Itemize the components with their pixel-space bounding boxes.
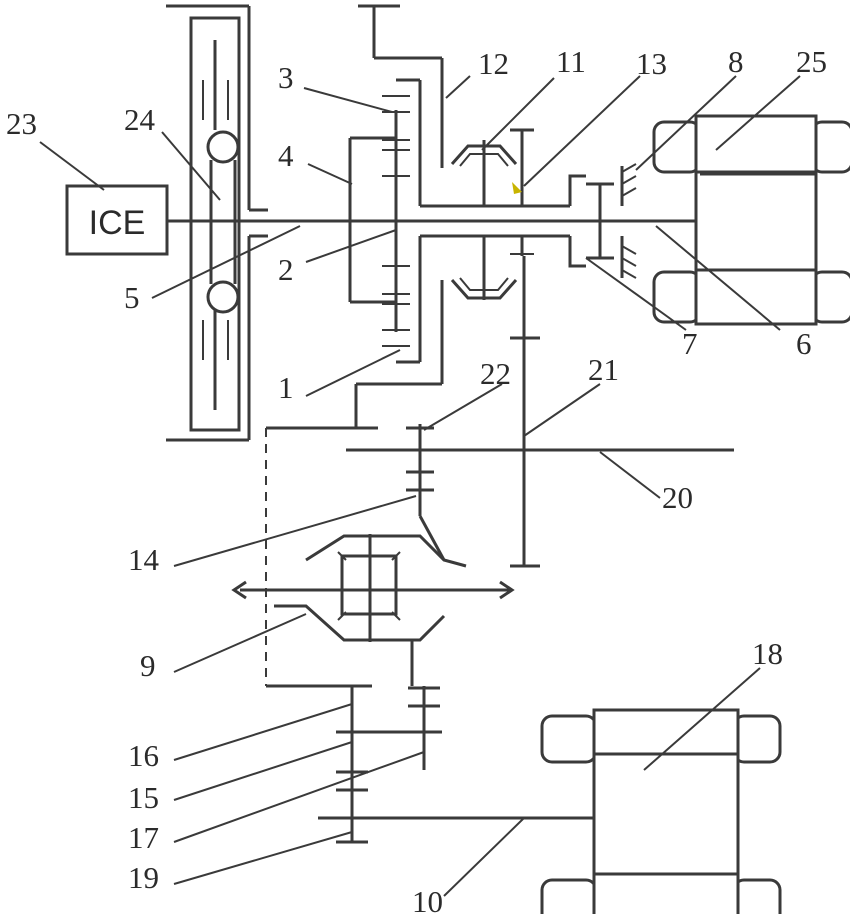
- label-10: 10: [412, 884, 443, 914]
- gear-set-lower: [336, 686, 442, 844]
- torsional-damper: [166, 4, 268, 442]
- label-22: 22: [480, 356, 511, 391]
- damper-ball-bottom: [206, 280, 240, 314]
- label-21: 21: [588, 352, 619, 387]
- label-24: 24: [124, 102, 156, 137]
- label-3: 3: [278, 60, 294, 95]
- sun-gear: [350, 178, 398, 262]
- ring-gear: [382, 78, 422, 364]
- label-4: 4: [278, 138, 294, 173]
- label-1: 1: [278, 370, 294, 405]
- label-14: 14: [128, 542, 160, 577]
- planet-gears: [382, 110, 410, 332]
- synchronizer-11: [450, 140, 518, 300]
- ice-engine-block: ICE: [65, 184, 169, 256]
- label-12: 12: [478, 46, 509, 81]
- label-20: 20: [662, 480, 693, 515]
- label-5: 5: [124, 280, 140, 315]
- label-13: 13: [636, 46, 667, 81]
- label-19: 19: [128, 860, 159, 895]
- label-15: 15: [128, 780, 159, 815]
- leader-lines: [39, 75, 801, 897]
- label-9: 9: [140, 648, 156, 683]
- differential-9: [231, 515, 515, 686]
- label-11: 11: [556, 44, 586, 79]
- label-7: 7: [682, 326, 698, 361]
- label-25: 25: [796, 44, 827, 79]
- motor-18: [540, 708, 782, 914]
- label-23: 23: [6, 106, 37, 141]
- gear-21: [510, 256, 540, 568]
- ring-housing: [266, 4, 444, 430]
- label-16: 16: [128, 738, 159, 773]
- damper-ball-top: [206, 130, 240, 164]
- motor-25: [652, 114, 850, 326]
- dog-clutch: [568, 163, 637, 279]
- mouse-cursor-icon: [512, 182, 522, 194]
- gear-13: [510, 128, 534, 256]
- ice-label: ICE: [89, 204, 146, 242]
- label-6: 6: [796, 326, 812, 361]
- label-18: 18: [752, 636, 783, 671]
- label-8: 8: [728, 44, 744, 79]
- label-2: 2: [278, 252, 294, 287]
- label-17: 17: [128, 820, 159, 855]
- gear-22: [406, 424, 434, 516]
- part-labels: 23 24 3 4 5 2 1 12 11 13 8 25 6 7 22 21 …: [6, 44, 827, 914]
